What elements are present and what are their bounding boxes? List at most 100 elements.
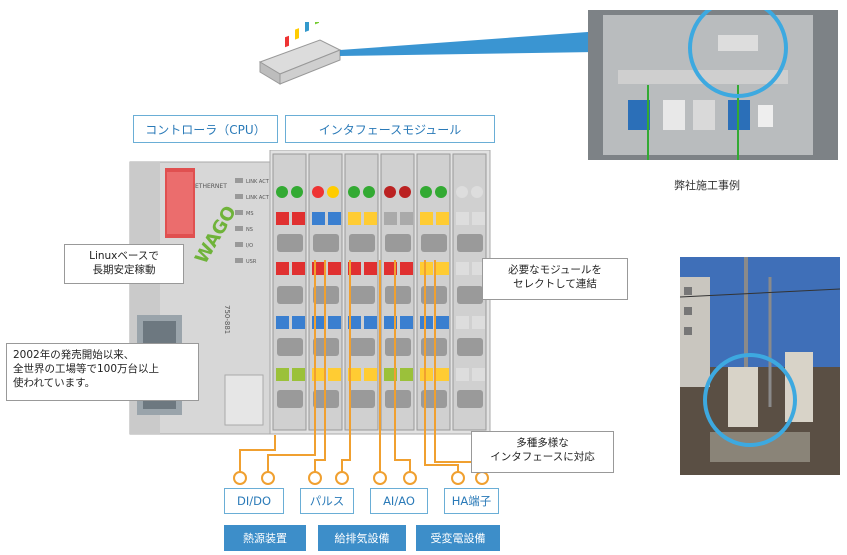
svg-text:NS: NS	[246, 227, 253, 233]
ethernet-label: ETHERNET	[195, 183, 227, 190]
svg-text:I/O: I/O	[246, 243, 253, 249]
wago-controller-device: WAGO ETHERNET 750-881 LINK ACT 1 LINK AC…	[129, 150, 491, 435]
svg-text:MS: MS	[246, 211, 254, 217]
terminal-slot	[457, 338, 483, 356]
terminal-lever	[384, 262, 397, 275]
port-di-do: DI/DO	[224, 488, 284, 514]
terminal-slot	[385, 286, 411, 304]
terminal-lever	[456, 212, 469, 225]
terminal-lever	[292, 262, 305, 275]
module-led	[348, 186, 360, 198]
terminal-slot	[313, 234, 339, 252]
terminal-lever	[456, 316, 469, 329]
category-ventilation: 給排気設備	[318, 525, 406, 551]
terminal-lever	[364, 262, 377, 275]
terminal-lever	[364, 368, 377, 381]
terminal-lever	[420, 262, 433, 275]
terminal-lever	[328, 262, 341, 275]
terminal-lever	[456, 368, 469, 381]
terminal-lever	[384, 368, 397, 381]
terminal-slot	[349, 338, 375, 356]
terminal-lever	[456, 262, 469, 275]
terminal-lever	[364, 212, 377, 225]
terminal-lever	[420, 316, 433, 329]
terminal-slot	[457, 234, 483, 252]
svg-text:LINK ACT 2: LINK ACT 2	[246, 195, 274, 201]
svg-text:LINK ACT 1: LINK ACT 1	[246, 179, 274, 185]
terminal-lever	[328, 368, 341, 381]
svg-text:USR: USR	[246, 259, 257, 265]
terminal-lever	[348, 212, 361, 225]
terminal-lever	[364, 316, 377, 329]
terminal-lever	[328, 316, 341, 329]
terminal-slot	[349, 390, 375, 408]
terminal-lever	[348, 368, 361, 381]
terminal-lever	[400, 262, 413, 275]
terminal-slot	[277, 390, 303, 408]
terminal-lever	[472, 368, 485, 381]
terminal-slot	[277, 338, 303, 356]
terminal-slot	[277, 286, 303, 304]
terminal-lever	[292, 368, 305, 381]
wago-device-thumbnail	[258, 22, 342, 85]
terminal-lever	[384, 212, 397, 225]
module-led	[456, 186, 468, 198]
terminal-slot	[385, 338, 411, 356]
category-heat-source: 熱源装置	[224, 525, 306, 551]
module-led	[384, 186, 396, 198]
outdoor-photo	[680, 257, 840, 475]
terminal-slot	[385, 390, 411, 408]
module-led	[312, 186, 324, 198]
terminal-slot	[457, 286, 483, 304]
module-led	[420, 186, 432, 198]
terminal-lever	[384, 316, 397, 329]
module-led	[327, 186, 339, 198]
callout-select-modules: 必要なモジュールを セレクトして連結	[482, 258, 628, 300]
terminal-lever	[292, 316, 305, 329]
terminal-lever	[348, 316, 361, 329]
category-substation: 受変電設備	[416, 525, 500, 551]
terminal-lever	[328, 212, 341, 225]
terminal-lever	[472, 262, 485, 275]
terminal-lever	[292, 212, 305, 225]
terminal-lever	[400, 368, 413, 381]
port-ha-terminal: HA端子	[444, 488, 499, 514]
terminal-lever	[276, 262, 289, 275]
terminal-slot	[349, 234, 375, 252]
module-led	[471, 186, 483, 198]
module-led	[435, 186, 447, 198]
module-led	[291, 186, 303, 198]
terminal-lever	[276, 368, 289, 381]
module-led	[399, 186, 411, 198]
cabinet-caption: 弊社施工事例	[674, 179, 740, 192]
terminal-lever	[420, 212, 433, 225]
terminal-slot	[277, 234, 303, 252]
interface-modules-header: インタフェースモジュール	[285, 115, 495, 143]
terminal-lever	[420, 368, 433, 381]
callout-linux: Linuxベースで 長期安定稼動	[64, 244, 184, 284]
terminal-lever	[348, 262, 361, 275]
controller-header: コントローラ（CPU）	[133, 115, 278, 143]
module-led	[276, 186, 288, 198]
terminal-slot	[457, 390, 483, 408]
terminal-lever	[472, 316, 485, 329]
led-indicators	[235, 178, 243, 263]
terminal-lever	[276, 316, 289, 329]
terminal-lever	[436, 316, 449, 329]
module-led	[363, 186, 375, 198]
cabinet-photo	[588, 10, 838, 160]
terminal-slot	[349, 286, 375, 304]
terminal-slot	[421, 234, 447, 252]
terminal-lever	[472, 212, 485, 225]
model-label: 750-881	[223, 305, 231, 334]
terminal-lever	[436, 262, 449, 275]
terminal-lever	[436, 212, 449, 225]
callout-interfaces: 多種多様な インタフェースに対応	[471, 431, 614, 473]
terminal-lever	[312, 212, 325, 225]
terminal-lever	[400, 316, 413, 329]
terminal-lever	[276, 212, 289, 225]
terminal-lever	[400, 212, 413, 225]
callout-since-2002: 2002年の発売開始以来、 全世界の工場等で100万台以上 使われています。	[6, 343, 199, 401]
terminal-lever	[436, 368, 449, 381]
port-ai-ao: AI/AO	[370, 488, 428, 514]
